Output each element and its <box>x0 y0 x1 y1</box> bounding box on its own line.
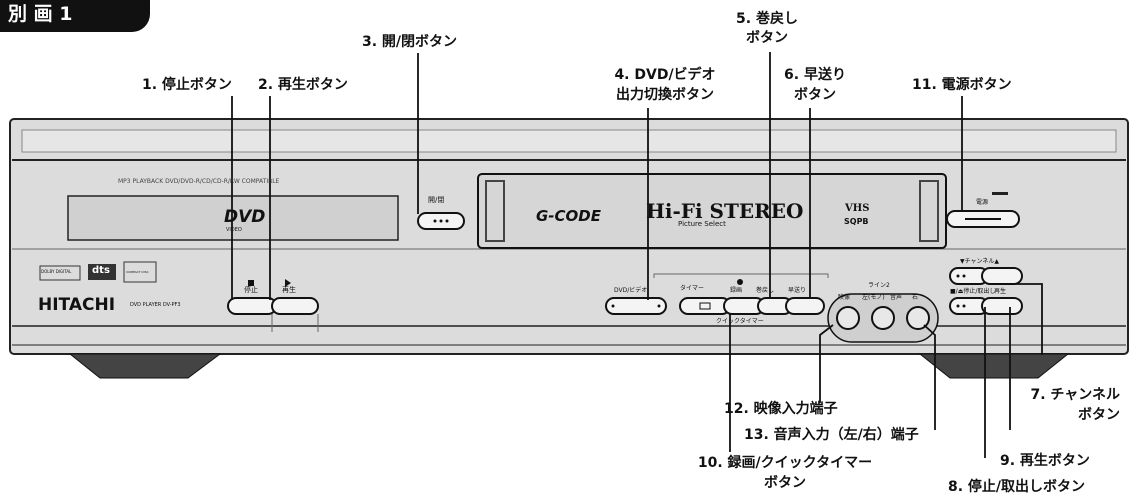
callout-4-dvd-video-line1: 4. DVD/ビデオ <box>614 67 716 83</box>
fast-forward-label: 早送り <box>788 287 807 294</box>
callout-6-ffwd-line2: ボタン <box>794 87 836 103</box>
dvd-video-select-label: DVD/ビデオ <box>614 287 648 294</box>
record-label: 録画 <box>730 287 743 294</box>
video-input-jack[interactable] <box>836 306 860 330</box>
vcr-play-button[interactable] <box>981 297 1023 315</box>
picture-select-text: Picture Select <box>678 220 726 228</box>
callout-4-dvd-video-line2: 出力切換ボタン <box>616 87 714 103</box>
vhs-logo: VHS <box>845 203 870 214</box>
callout-13-audio-input: 13. 音声入力（左/右）端子 <box>744 427 919 443</box>
channel-up-button[interactable] <box>981 267 1023 285</box>
dts-logo-text: dts <box>92 265 110 276</box>
compact-disc-logo <box>123 261 157 283</box>
rewind-label: 巻戻し <box>756 287 775 294</box>
hifi-stereo-logo: Hi-Fi STEREO <box>646 199 804 223</box>
callout-10-record-line1: 10. 録画/クイックタイマー <box>697 455 873 471</box>
quick-timer-label: クイックタイマー <box>716 318 764 325</box>
dvd-play-label: 再生 <box>282 286 296 294</box>
dvd-video-select-button[interactable] <box>605 297 667 315</box>
callout-11-power: 11. 電源ボタン <box>912 77 1012 93</box>
video-input-label: 映像 <box>838 294 851 301</box>
section-tab: 別 画 1 <box>0 0 150 32</box>
open-close-label: 開/閉 <box>428 196 445 204</box>
dvd-stop-label: 停止 <box>244 286 258 294</box>
callout-9-vcr-play: 9. 再生ボタン <box>1000 453 1090 469</box>
timer-label: タイマー <box>680 285 705 292</box>
dvd-play-button[interactable] <box>271 297 319 315</box>
dvd-video-logo-sub: VIDEO <box>226 227 242 233</box>
callout-7-channel-line1: 7. チャンネル <box>1030 387 1120 403</box>
dvd-disc-tray <box>67 195 399 241</box>
dts-logo <box>88 264 116 280</box>
g-code-logo: G-CODE <box>536 207 601 225</box>
callout-7-channel-line2: ボタン <box>1078 407 1120 423</box>
callout-leader-lines <box>231 52 1043 458</box>
callout-8-stop-eject: 8. 停止/取出しボタン <box>948 479 1086 495</box>
callout-3-open-close: 3. 開/閉ボタン <box>362 34 458 50</box>
callout-6-ffwd-line1: 6. 早送り <box>784 67 846 83</box>
channel-label: ▼チャンネル▲ <box>960 258 1000 265</box>
compact-disc-logo-text: COMPACT DISC <box>126 270 149 274</box>
hitachi-logo: HITACHI <box>38 295 116 315</box>
power-label: 電源 <box>976 199 989 206</box>
callout-2-play: 2. 再生ボタン <box>258 77 348 93</box>
stop-eject-label: ■/⏏停止/取出し <box>950 288 996 295</box>
vcr-play-label: 再生 <box>994 288 1007 295</box>
callout-5-rewind-line1: 5. 巻戻し <box>736 11 798 27</box>
callout-5-rewind-line2: ボタン <box>746 30 788 46</box>
line2-label: ライン2 <box>868 282 890 289</box>
callout-10-record-line2: ボタン <box>764 475 806 491</box>
fast-forward-button[interactable] <box>785 297 825 315</box>
right-foot <box>918 353 1070 379</box>
audio-right-input-jack[interactable] <box>906 306 930 330</box>
audio-left-input-jack[interactable] <box>871 306 895 330</box>
dvd-video-logo: DVD <box>224 207 266 227</box>
audio-label: 音声 <box>890 294 903 301</box>
audio-left-label: 左(モノ) <box>862 294 885 301</box>
vhs-cassette-door <box>477 173 947 249</box>
timer-button[interactable] <box>679 297 731 315</box>
model-name: DVD PLAYER DV-PF3 <box>130 302 181 308</box>
dvd-stop-button[interactable] <box>227 297 277 315</box>
left-foot <box>68 353 222 379</box>
callout-12-video-input: 12. 映像入力端子 <box>724 401 838 417</box>
dolby-logo-text: DOLBY DIGITAL <box>41 269 72 274</box>
dolby-logo <box>39 265 81 281</box>
compat-text: MP3 PLAYBACK DVD/DVD-R/CD/CD-R/RW COMPAT… <box>118 178 280 185</box>
callout-1-stop: 1. 停止ボタン <box>142 77 232 93</box>
sqpb-logo: SQPB <box>844 217 869 226</box>
audio-right-label: 右 <box>912 294 919 301</box>
